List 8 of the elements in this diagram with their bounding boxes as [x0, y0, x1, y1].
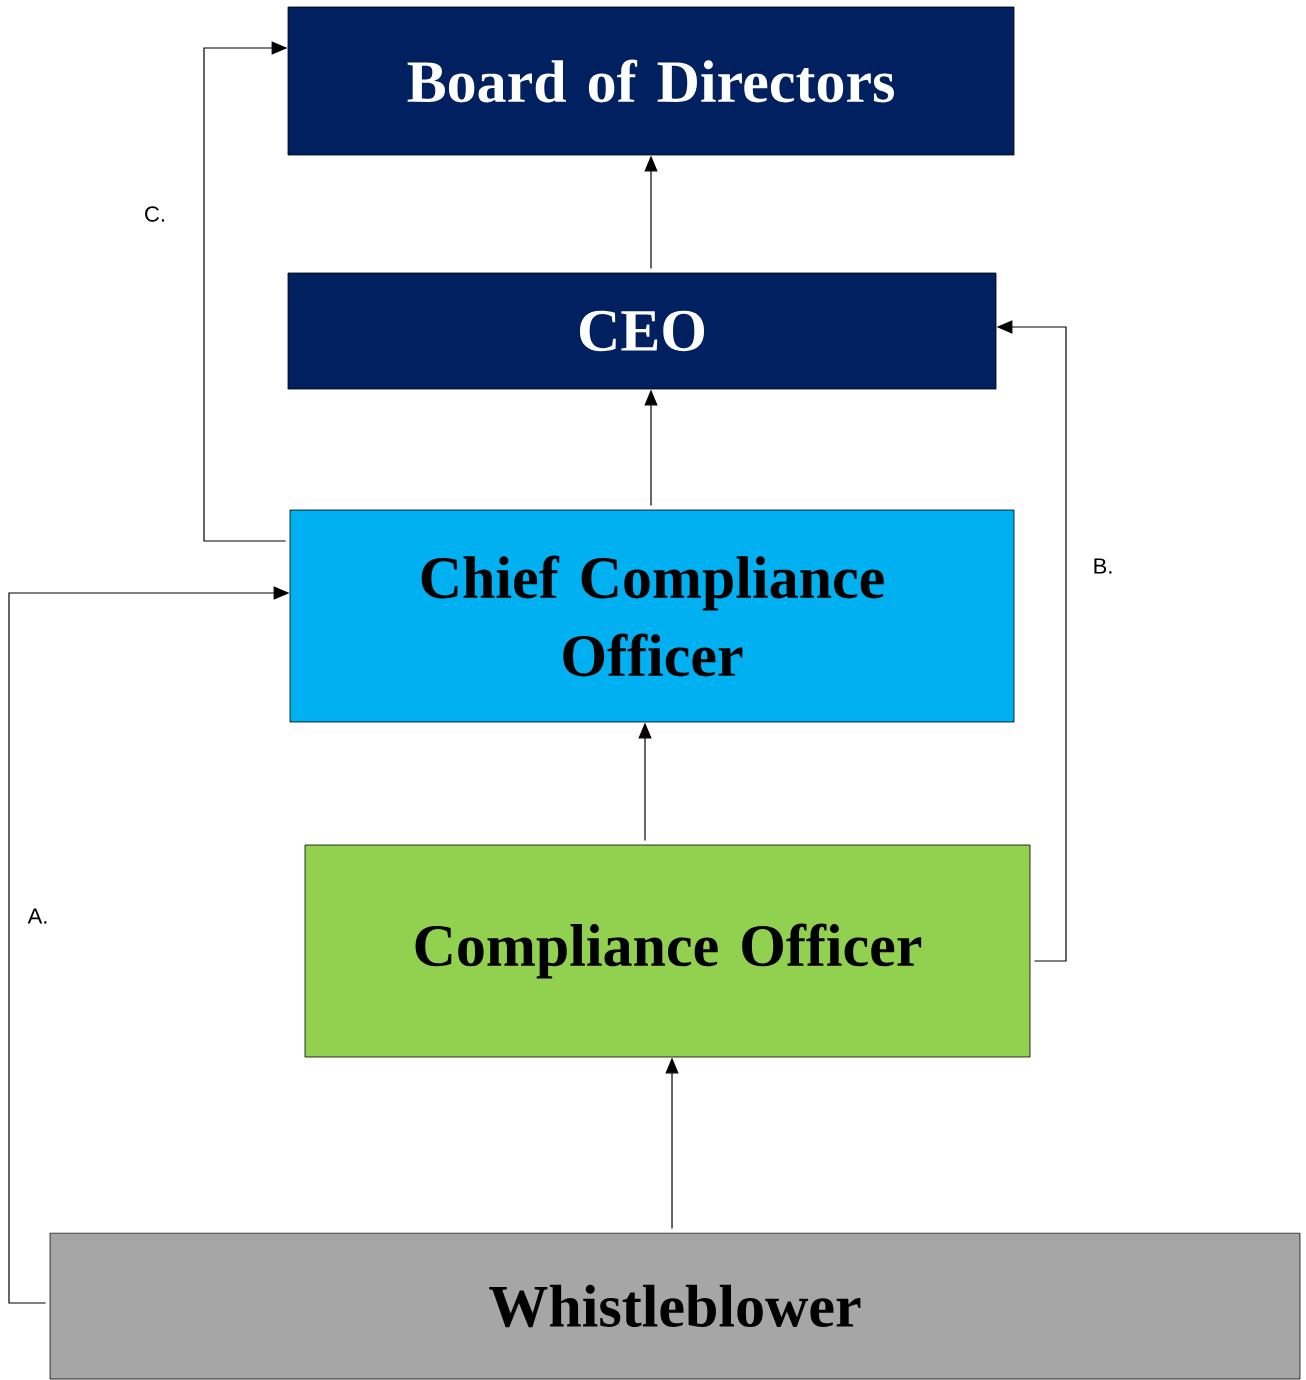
edge-label: B. [1094, 558, 1112, 574]
officer-box: Compliance Officer [304, 844, 1031, 1058]
ceo-box: CEO [287, 272, 997, 390]
edge-label: C. [145, 206, 164, 222]
board-box: Board of Directors [287, 6, 1015, 156]
chief-officer-box: Chief Compliance Officer [289, 509, 1015, 723]
whistleblower-box: Whistleblower [49, 1232, 1301, 1380]
edge-label: A. [27, 908, 47, 924]
